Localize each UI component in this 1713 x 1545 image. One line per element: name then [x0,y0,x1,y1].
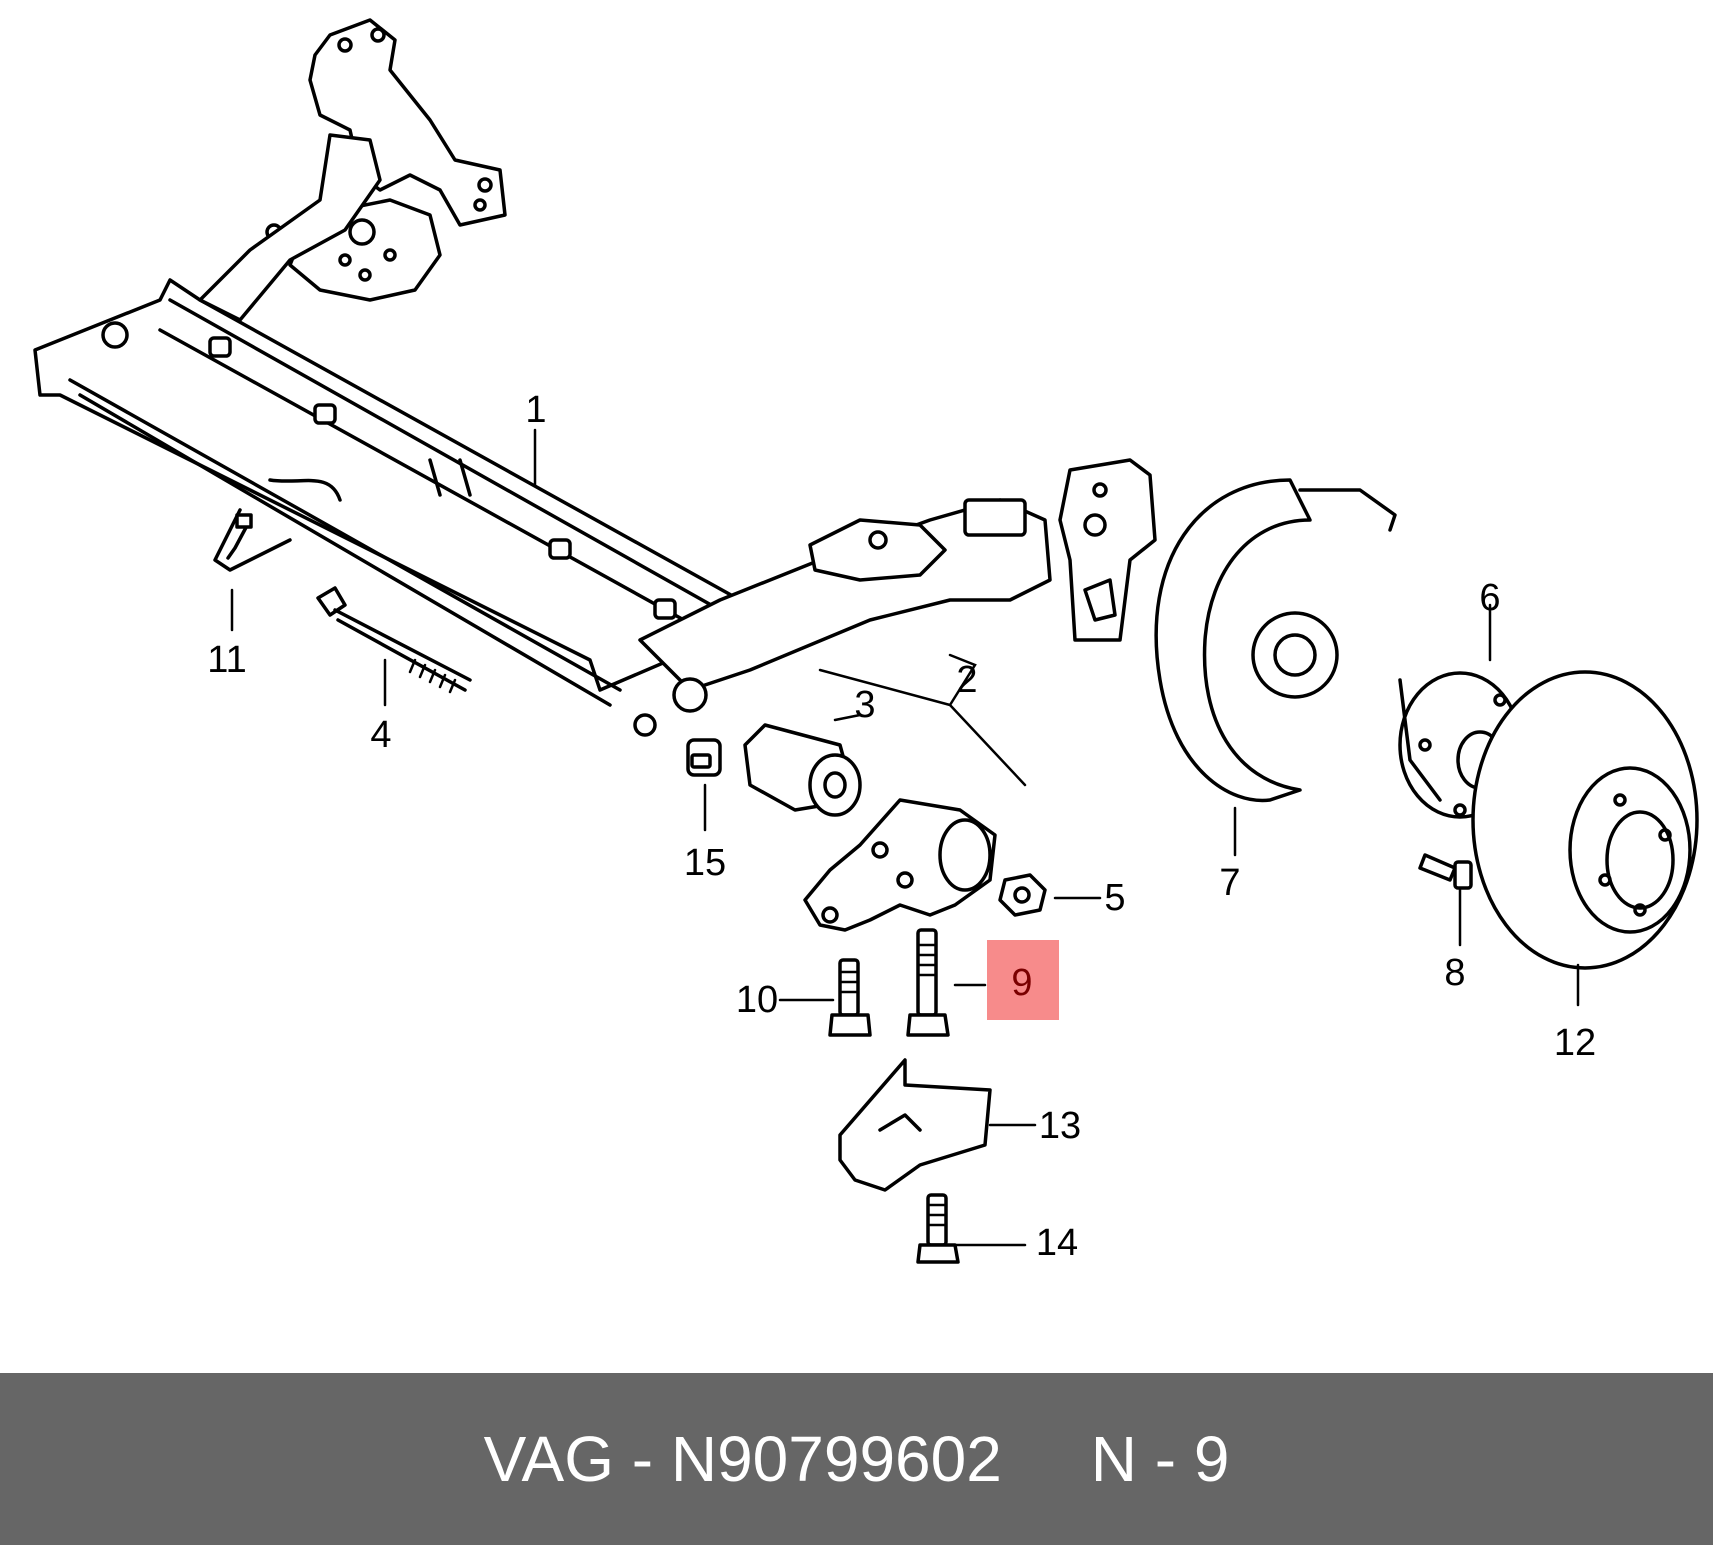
footer-separator: - [613,1423,671,1495]
parts-diagram: 1 2 3 4 5 6 7 8 9 10 11 12 13 14 15 [33,18,1699,1264]
nut [998,873,1047,917]
upper-axle-mount [265,18,507,302]
heat-shield [838,1058,992,1192]
callout-8: 8 [1444,952,1465,994]
callout-3: 3 [854,684,875,726]
footer-position-label: N - 9 [1090,1423,1230,1495]
part-footer-bar: VAG - N90799602 N - 9 [0,1373,1713,1545]
brake-disc [1471,670,1699,970]
callout-11: 11 [207,639,246,681]
axle-beam [33,133,1052,737]
callout-13: 13 [1039,1105,1081,1147]
callout-12: 12 [1554,1022,1596,1064]
callout-4: 4 [370,714,391,756]
callout-9-highlight [987,940,1059,1020]
brake-backing-plate [1154,478,1397,803]
callout-1: 1 [525,389,546,431]
bushing [743,723,862,817]
wheel-bolt [1418,853,1473,890]
footer-brand: VAG [483,1423,614,1495]
bolt-4 [316,586,472,694]
callout-2: 2 [956,659,977,701]
torsion-bar [68,378,622,707]
brake-line-bracket [213,508,292,572]
callout-15: 15 [684,842,726,884]
mounting-bracket [803,798,997,932]
callout-5: 5 [1104,877,1125,919]
bolt-14 [916,1193,960,1264]
footer-part-number: N90799602 [670,1423,1002,1495]
callout-10: 10 [736,979,778,1021]
callout-9: 9 [1011,962,1032,1004]
leader-lines [230,428,1580,1247]
right-axle-mount [808,458,1157,642]
footer-gap [1002,1422,1091,1496]
callout-7: 7 [1219,862,1240,904]
bolt-15 [686,738,722,777]
callout-6: 6 [1479,577,1500,619]
exploded-view-drawing: 1 2 3 4 5 6 7 8 9 10 11 12 13 14 15 [33,18,1699,1264]
callout-14: 14 [1036,1222,1078,1264]
bolt-9 [906,928,950,1037]
bolt-10 [828,958,872,1037]
